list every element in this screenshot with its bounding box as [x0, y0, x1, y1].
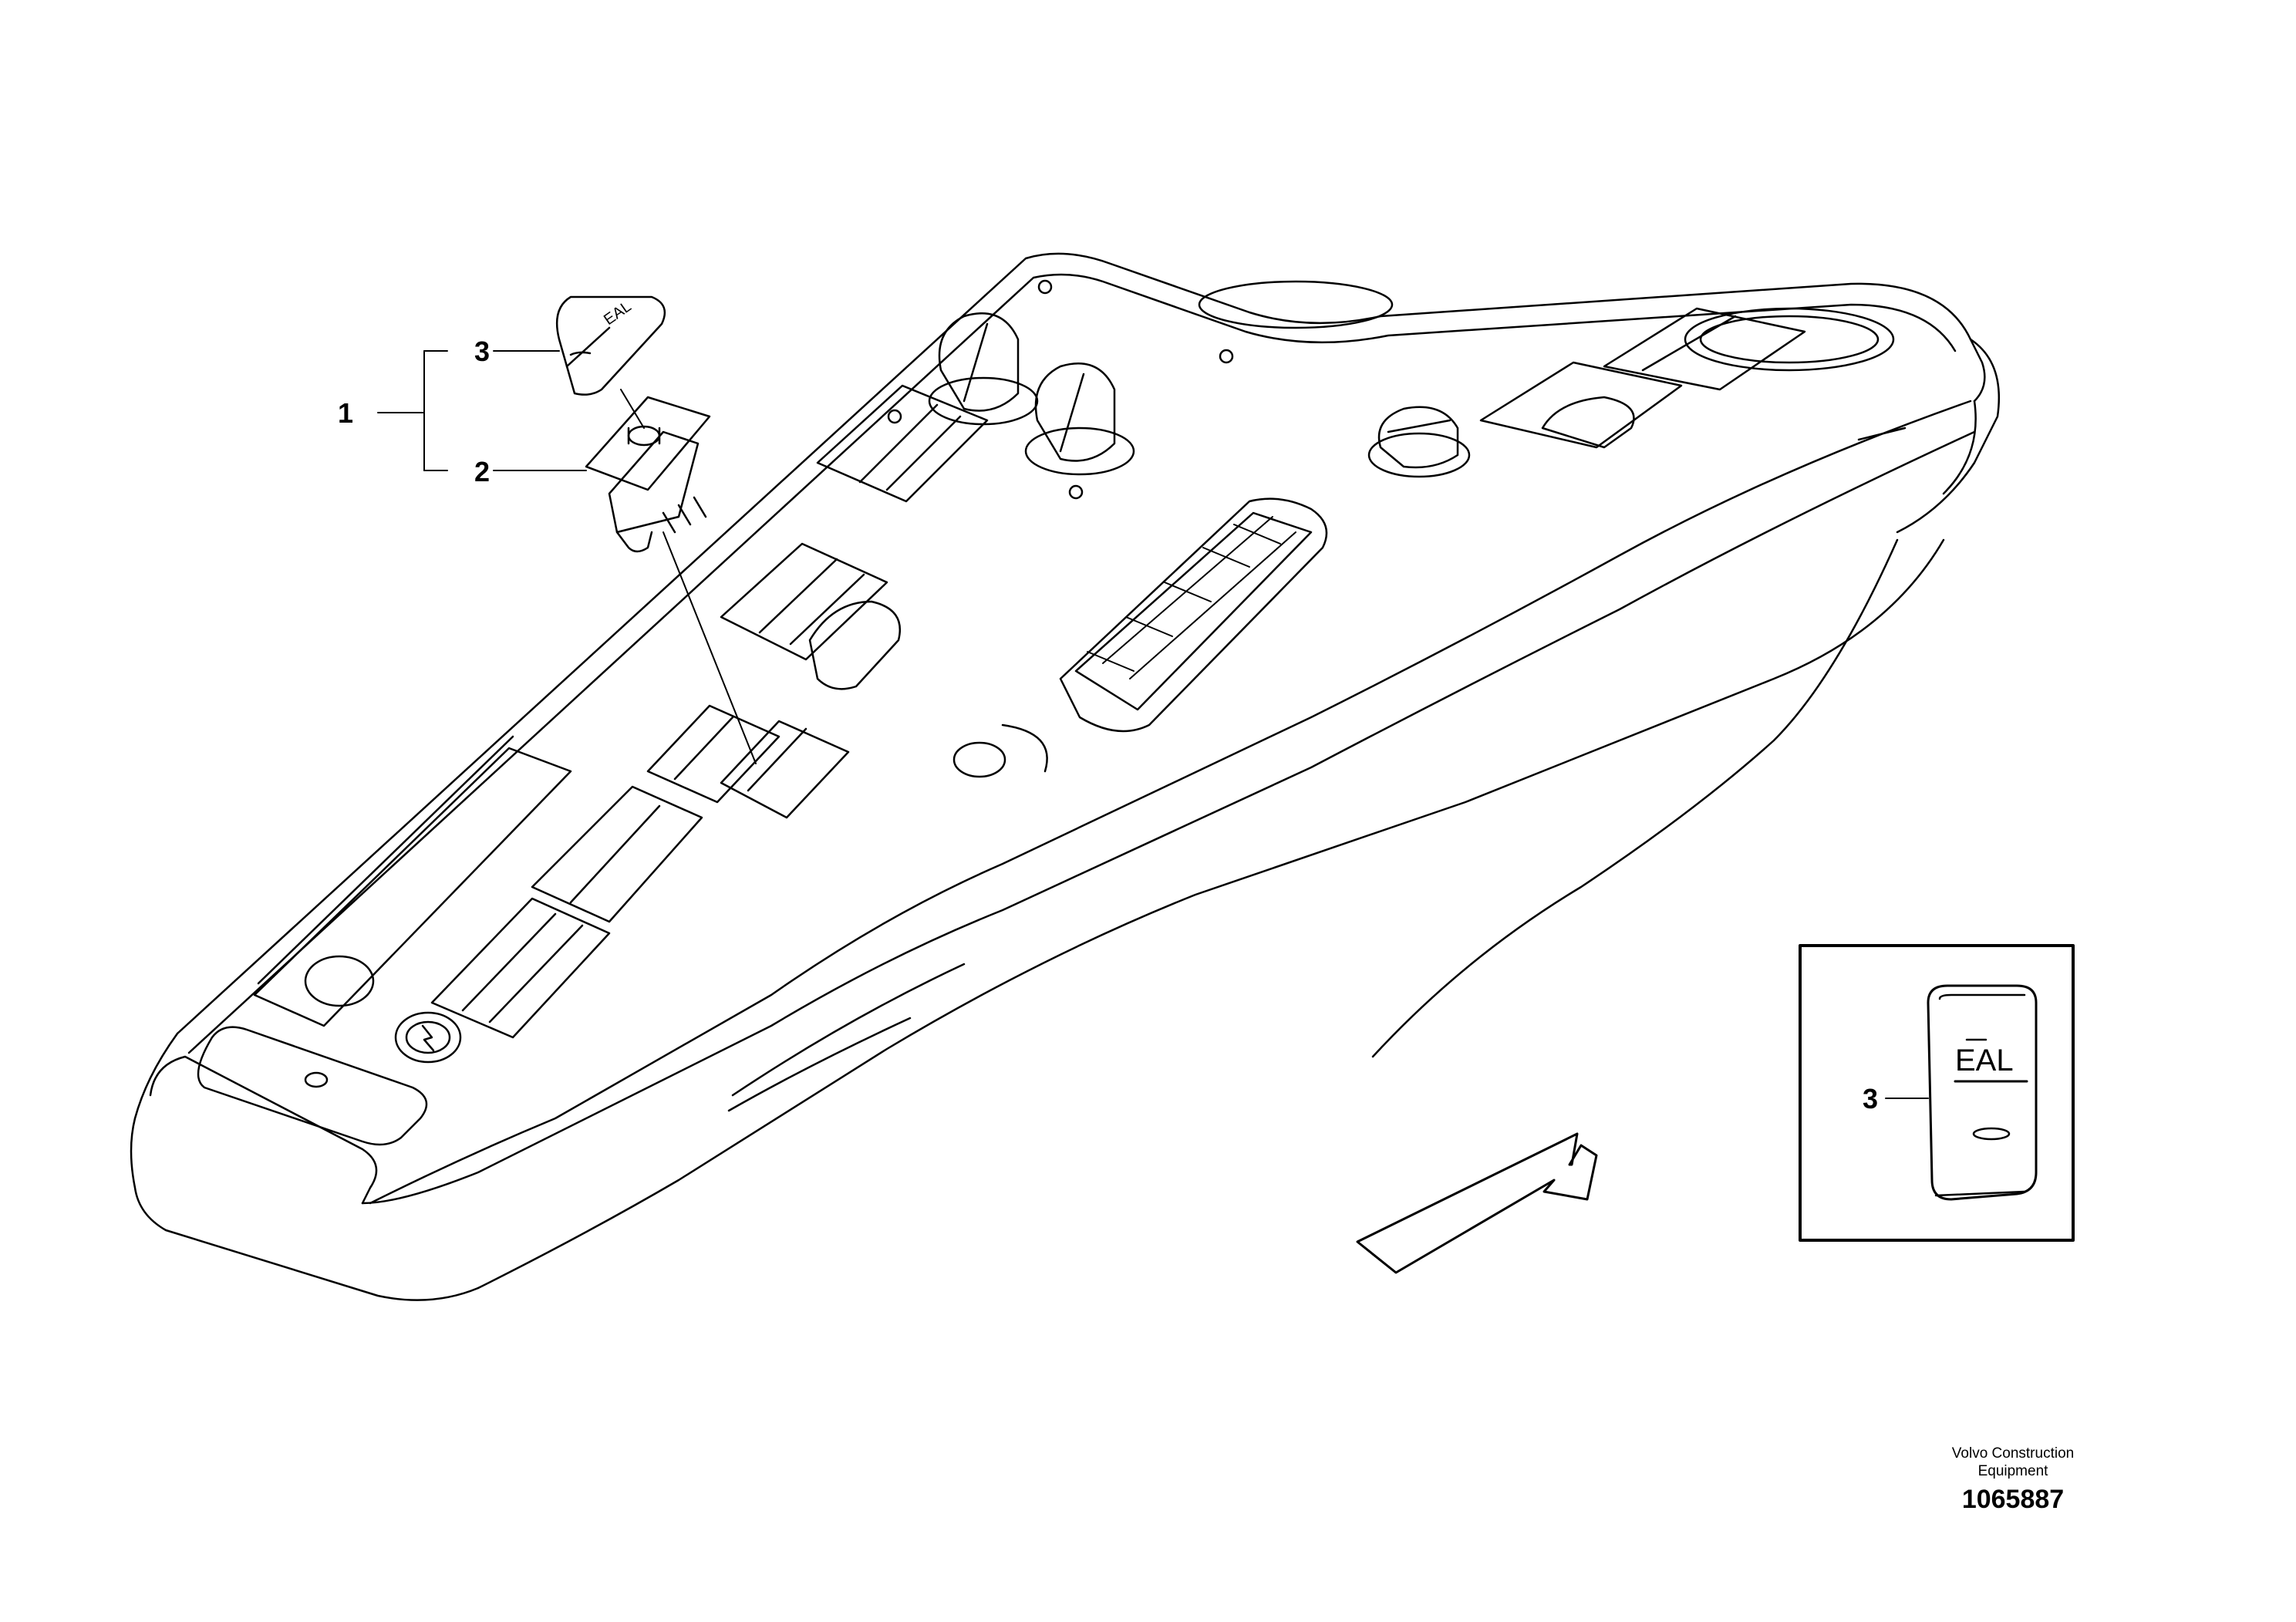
control-keypad: [1059, 280, 1907, 733]
operator-console: [130, 252, 2001, 1301]
switch-bank-panel: [197, 279, 1234, 1146]
rotary-knob-icon: [1034, 363, 1116, 462]
diagram-part-number: 1065887: [1961, 1485, 2065, 1514]
eal-switch-cap: [555, 295, 666, 396]
power-socket-icon: [394, 1011, 462, 1064]
callout-item-2: 2: [474, 456, 490, 487]
cup-holder-icon: [1684, 307, 1895, 372]
rotary-knob-icon: [1377, 406, 1459, 469]
view-direction-arrow-icon: [1356, 1132, 1598, 1274]
eal-detail-label: EAL: [1955, 1044, 2014, 1077]
manufacturer-name: Volvo Construction: [1951, 1445, 2075, 1462]
cup-holder-icon: [1198, 280, 1394, 329]
callout-detail-item-3: 3: [1863, 1083, 1878, 1114]
callout-item-1: 1: [338, 397, 353, 429]
eal-cap-label: EAL: [601, 298, 635, 329]
detail-view-box: [1799, 944, 2075, 1242]
push-button-icon: [952, 741, 1006, 778]
switch-body: [585, 396, 711, 553]
callout-item-3: 3: [474, 336, 490, 367]
leader-lines: [377, 350, 757, 764]
eal-switch-detail: [1927, 984, 2038, 1201]
manufacturer-name-line2: Equipment: [1977, 1463, 2048, 1479]
rotary-knob-icon: [938, 312, 1020, 412]
socket-cap-icon: [304, 955, 375, 1007]
